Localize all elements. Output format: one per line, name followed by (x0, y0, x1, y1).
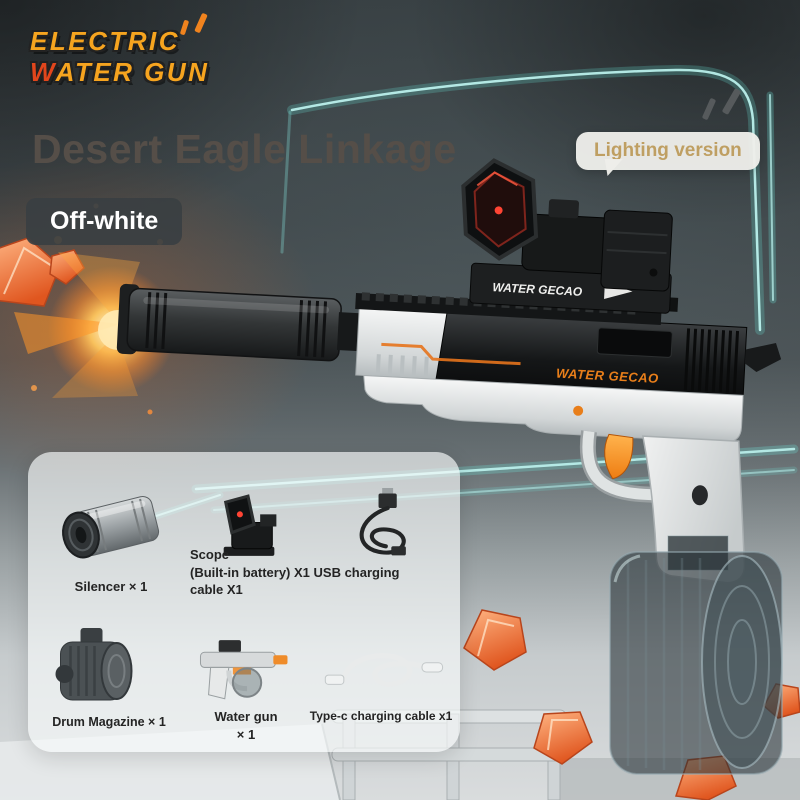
gun-scope-marking-text: WATER GECAO (492, 280, 583, 299)
scope-label: Scope (190, 547, 230, 562)
typec-cable-icon (316, 636, 456, 708)
scope-icon (206, 488, 290, 564)
slide: WATER GECAO (355, 292, 748, 400)
scope-detail-line-2: cable X1 (190, 582, 243, 598)
trigger (604, 433, 634, 480)
scope-detail-line-1: (Built-in battery) X1 USB charging (190, 564, 400, 580)
brand-line-2-rest: ATER GUN (55, 57, 210, 88)
typec-cable-label: Type-c charging cable x1 (309, 709, 453, 723)
crystal (463, 609, 527, 671)
product-title: Desert Eagle Linkage (32, 126, 457, 172)
brand-logo: ELECTRIC WATER GUN (30, 26, 209, 88)
crystal (533, 711, 593, 765)
hammer (744, 343, 782, 373)
usb-cable-icon (334, 488, 434, 570)
scope-label-block: Scope (Built-in battery) X1 USB charging… (190, 546, 458, 599)
version-bubble: Lighting version (576, 132, 760, 170)
silencer (116, 283, 342, 362)
scope: WATER GECAO (461, 158, 673, 314)
color-variant-badge: Off-white (26, 198, 183, 245)
crystal (49, 249, 85, 285)
brand-line-2: WATER GUN (30, 57, 209, 88)
drum-magazine (609, 535, 783, 775)
reflex-window (461, 158, 539, 261)
crystal (0, 237, 61, 307)
water-gun-icon (180, 630, 310, 716)
brand-line-1: ELECTRIC (30, 26, 180, 56)
drum-magazine-label: Drum Magazine × 1 (52, 715, 166, 729)
gun-slide-marking-text: WATER GECAO (556, 366, 659, 386)
water-gun-label: Water gun × 1 (196, 708, 296, 743)
silencer-icon (46, 478, 176, 576)
drum-magazine-icon (44, 618, 154, 718)
brand-line-2-first-letter: W (30, 57, 56, 88)
accessories-panel: Silencer × 1 Scope (Built-in battery) X1… (28, 452, 460, 752)
water-gun-label-line-1: Water gun (214, 709, 278, 724)
silencer-label: Silencer × 1 (74, 579, 148, 594)
water-gun-label-line-2: × 1 (236, 726, 256, 742)
